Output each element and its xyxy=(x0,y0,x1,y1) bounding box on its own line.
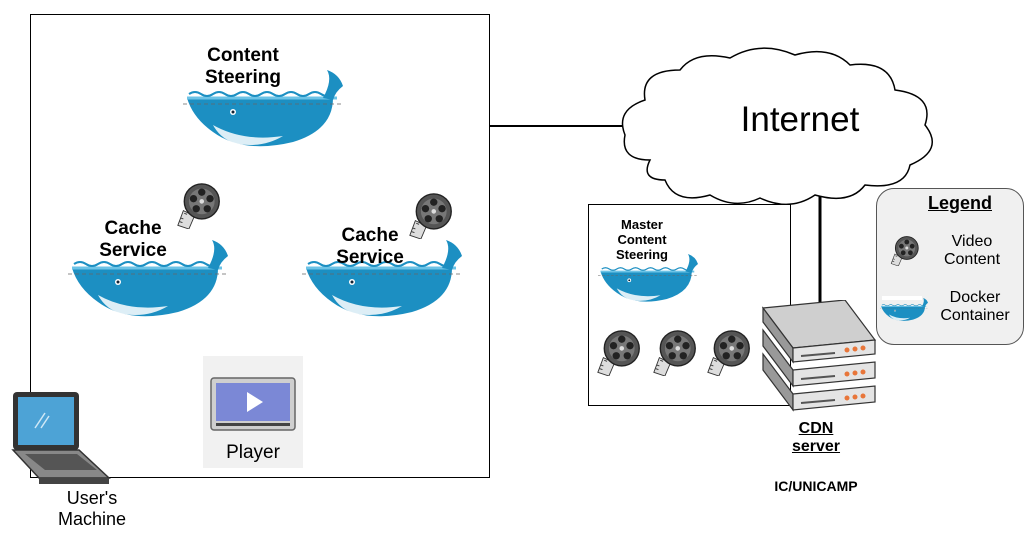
player-card: Player xyxy=(203,356,303,468)
server-icon xyxy=(761,300,877,412)
player-icon xyxy=(210,377,296,431)
cloud-icon xyxy=(621,47,934,205)
laptop-icon xyxy=(11,392,111,484)
site-label: IC/UNICAMP xyxy=(774,478,858,494)
player-label: Player xyxy=(226,442,280,463)
internet-label: Internet xyxy=(740,100,860,139)
legend-title: Legend xyxy=(927,193,992,213)
